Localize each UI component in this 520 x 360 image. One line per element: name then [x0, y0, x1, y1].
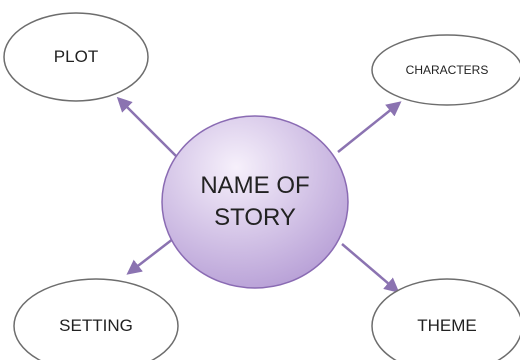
arrow-to-characters: [337, 101, 402, 153]
setting-oval: [13, 278, 179, 360]
theme-oval: [371, 278, 520, 360]
center-circle: [161, 115, 349, 289]
arrow-to-theme: [341, 243, 400, 293]
plot-oval: [3, 12, 149, 102]
characters-oval: [371, 34, 520, 106]
arrow-to-plot: [116, 96, 179, 159]
